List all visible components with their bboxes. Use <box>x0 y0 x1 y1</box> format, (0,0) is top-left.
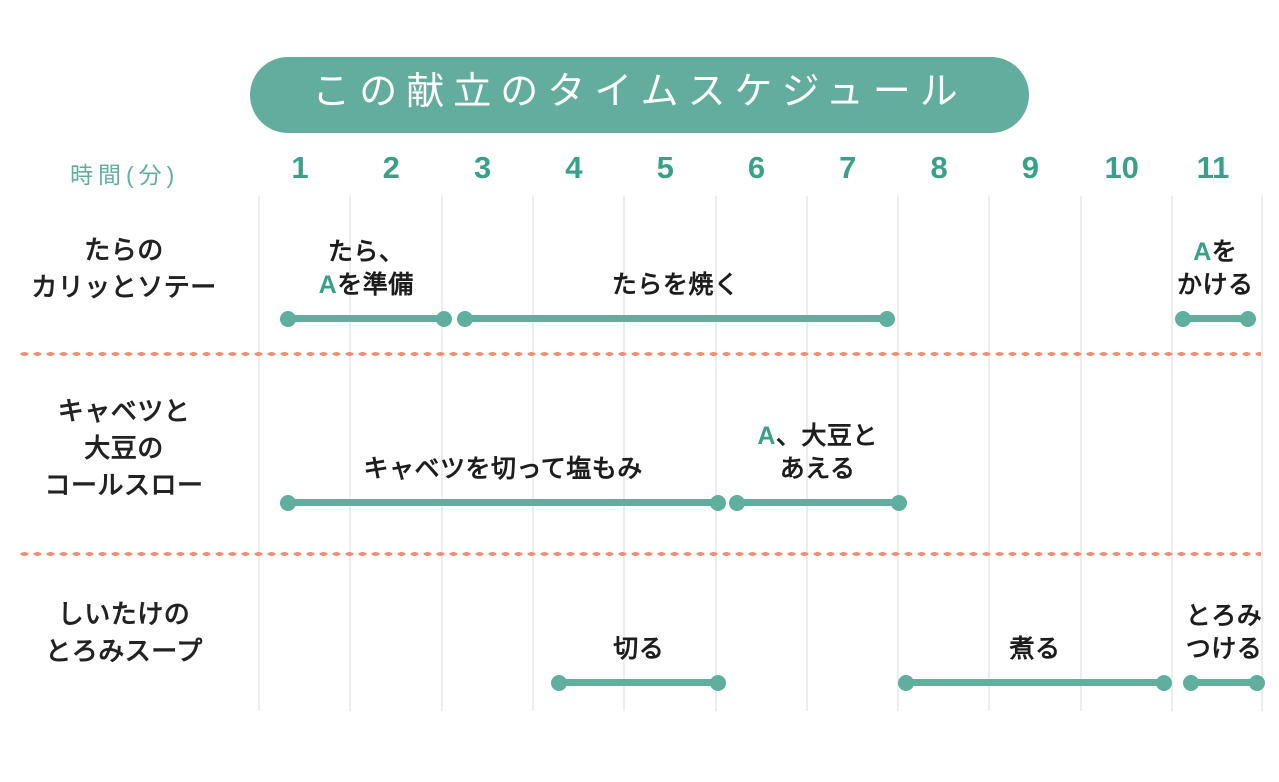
task-bar-pour-a[interactable] <box>1174 310 1257 327</box>
axis-label-time: 時間(分) <box>70 162 180 188</box>
row-separator-1 <box>18 351 1261 357</box>
gridline-5 <box>623 196 626 711</box>
axis-tick-2: 2 <box>382 150 400 185</box>
task-label-accent: A <box>757 422 776 450</box>
task-label-grill-cod: たらを焼く <box>536 269 816 302</box>
task-bar-cut[interactable] <box>551 674 726 691</box>
gridline-3 <box>440 196 443 711</box>
task-label-accent: A <box>1193 238 1212 266</box>
row-label-line: とろみスープ <box>45 635 203 666</box>
task-label-prepare-cod-and-a: たら、 Aを準備 <box>226 236 506 302</box>
task-bar-cut-cabbage-and-salt[interactable] <box>280 494 726 511</box>
axis-tick-3: 3 <box>473 150 492 185</box>
plot-area <box>0 196 1279 711</box>
row-label-tara-saute: たらのカリッとソテー <box>0 232 248 306</box>
task-label-accent: A <box>318 271 338 299</box>
task-bar-thicken[interactable] <box>1183 674 1266 691</box>
axis-tick-4: 4 <box>565 150 583 185</box>
gridline-4 <box>531 196 534 711</box>
task-label-text: たらを焼く <box>611 271 740 299</box>
gridline-7 <box>805 196 808 711</box>
axis-tick-9: 9 <box>1021 150 1040 185</box>
page-title: この献立のタイムスケジュール <box>250 57 1029 133</box>
task-label-pour-a: Aを かける <box>1075 236 1279 302</box>
task-label-text: 、大豆と あえる <box>775 422 878 483</box>
axis-tick-1: 1 <box>291 150 309 185</box>
task-label-mix-a-with-soybeans: A、大豆と あえる <box>678 420 958 486</box>
gridline-8 <box>897 196 900 711</box>
task-label-cut-cabbage-and-salt: キャベツを切って塩もみ <box>363 453 643 486</box>
row-separator-2 <box>18 551 1261 557</box>
gridline-10 <box>1079 196 1082 711</box>
row-label-line: コールスロー <box>44 469 204 500</box>
task-label-text: キャベツを切って塩もみ <box>363 455 643 483</box>
axis-tick-5: 5 <box>656 150 674 185</box>
gridline-11 <box>1171 196 1173 711</box>
task-bar-mix-a-with-soybeans[interactable] <box>728 494 907 511</box>
task-label-text: たら、 <box>327 238 405 266</box>
task-bar-simmer[interactable] <box>898 674 1172 691</box>
axis-tick-8: 8 <box>930 150 948 185</box>
gridline-9 <box>988 196 991 711</box>
task-label-text: 煮る <box>1009 635 1061 663</box>
axis-tick-10: 10 <box>1104 150 1139 185</box>
row-label-line: カリッとソテー <box>31 271 217 302</box>
row-label-line: キャベツと <box>57 396 191 426</box>
task-label-text: を準備 <box>337 271 414 299</box>
row-label-line: たらの <box>84 235 164 265</box>
task-label-thicken: とろみ つける <box>1084 600 1279 666</box>
title-container: この献立のタイムスケジュール <box>0 57 1279 133</box>
gridline-1 <box>258 196 260 711</box>
task-label-text: 切る <box>613 635 665 663</box>
task-bar-grill-cod[interactable] <box>456 310 896 327</box>
gridline-2 <box>349 196 352 711</box>
task-label-simmer: 煮る <box>895 633 1175 666</box>
task-label-cut: 切る <box>499 633 779 666</box>
gridline-6 <box>714 196 717 711</box>
axis-tick-11: 11 <box>1196 150 1230 185</box>
row-label-cabbage-soy-coleslaw: キャベツと大豆のコールスロー <box>0 393 248 504</box>
task-bar-prepare-cod-and-a[interactable] <box>280 310 452 327</box>
row-label-shiitake-thick-soup: しいたけのとろみスープ <box>0 596 248 670</box>
task-label-text: とろみ つける <box>1185 602 1263 663</box>
axis-tick-7: 7 <box>839 150 857 185</box>
row-label-line: 大豆の <box>84 432 164 463</box>
task-label-text: を かける <box>1177 238 1254 299</box>
axis-tick-6: 6 <box>747 150 766 185</box>
row-label-line: しいたけの <box>57 599 191 629</box>
gridline-end <box>1261 196 1263 711</box>
